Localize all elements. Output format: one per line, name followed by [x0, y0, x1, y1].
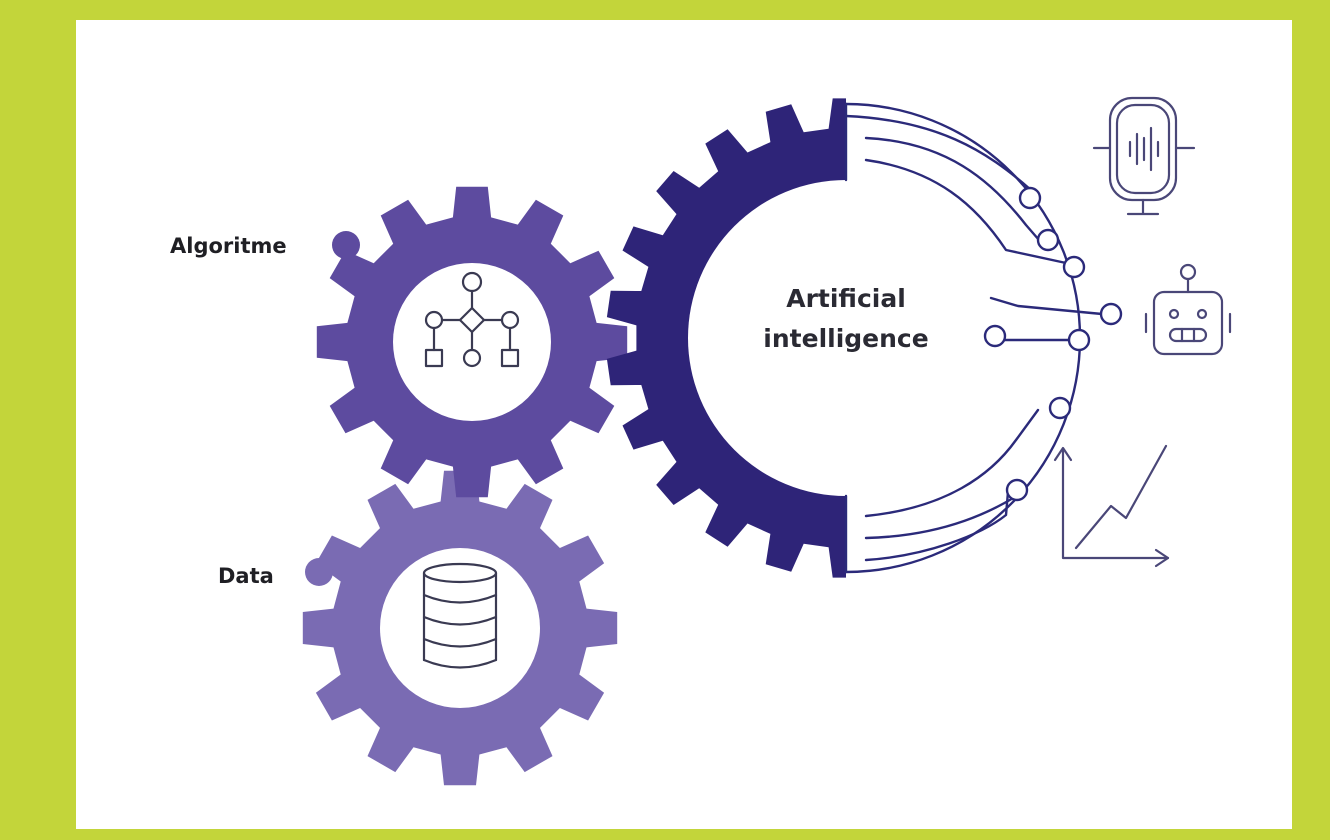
line-chart-icon [1053, 444, 1170, 568]
circuit-node [1005, 478, 1029, 502]
algorithm-bullet [332, 231, 360, 259]
ai-gears-diagram: Data Algoritme [170, 96, 1232, 786]
circuit-node [1048, 396, 1072, 420]
data-gear: Data [218, 470, 618, 786]
ai-title-line2: intelligence [763, 324, 928, 353]
flowchart-icon [424, 271, 520, 368]
ai-gear-hub [688, 180, 1004, 496]
algorithm-gear: Algoritme [170, 186, 628, 498]
circuit-node [1099, 302, 1123, 326]
microphone-icon [1092, 96, 1196, 216]
ai-title-line1: Artificial [786, 284, 906, 313]
circuit-node [1018, 186, 1042, 210]
data-gear-hub [380, 548, 540, 708]
data-label: Data [218, 564, 274, 588]
circuit-node [1036, 228, 1060, 252]
circuit-node [1062, 255, 1086, 279]
circuit-node [1067, 328, 1091, 352]
algorithm-label: Algoritme [170, 234, 287, 258]
database-icon [422, 562, 498, 669]
circuit-node [983, 324, 1007, 348]
robot-icon [1144, 263, 1232, 356]
data-bullet [305, 558, 333, 586]
ai-gear: Artificial intelligence [606, 98, 1123, 578]
diagram-panel: Data Algoritme [76, 20, 1292, 829]
circuit-icon [844, 102, 1123, 574]
